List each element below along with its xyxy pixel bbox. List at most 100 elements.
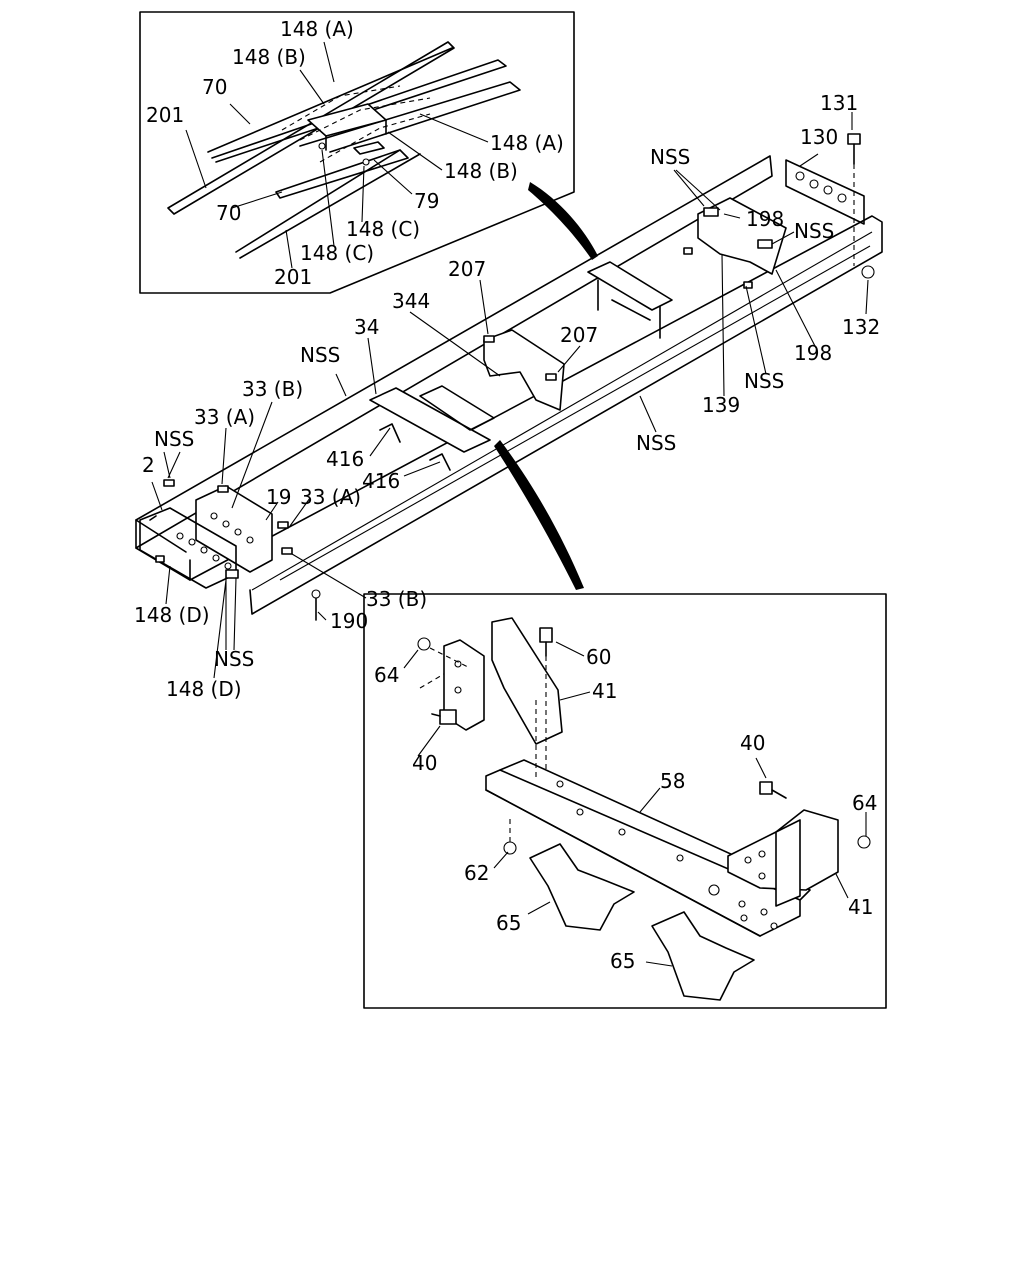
crossmember-sides	[325, 119, 387, 151]
label-60: 60	[586, 645, 611, 669]
label-nss-2: NSS	[794, 219, 834, 243]
crossmember-344-plate	[419, 385, 495, 431]
label-79: 79	[414, 189, 439, 213]
clip-198-2	[743, 281, 753, 289]
label-416-2: 416	[362, 469, 400, 493]
crossmember-139	[697, 197, 787, 275]
label-41-1: 41	[592, 679, 617, 703]
rear-bracket-130	[785, 159, 865, 225]
side-rail-far	[135, 155, 773, 549]
plate-41-right	[775, 819, 801, 907]
clip-nss-rear-2	[757, 239, 773, 249]
strip-201-top	[167, 41, 455, 215]
rail-front-end	[135, 519, 191, 581]
nut-132	[861, 265, 875, 279]
label-nss-6: NSS	[154, 427, 194, 451]
strip-148a	[299, 81, 521, 153]
label-64-2: 64	[852, 791, 877, 815]
label-207-2: 207	[560, 323, 598, 347]
bolt-148c	[318, 142, 326, 150]
main-frame: NSS 198 NSS 131 130 132 198 NSS 139 NSS …	[134, 91, 883, 701]
label-2: 2	[142, 453, 155, 477]
crossmember-34	[369, 387, 491, 453]
label-130: 130	[800, 125, 838, 149]
label-33b-2: 33 (B)	[366, 587, 427, 611]
bolt-60	[539, 627, 553, 643]
label-nss-4: NSS	[636, 431, 676, 455]
detail-pointer-bottom	[494, 440, 584, 590]
label-190: 190	[330, 609, 368, 633]
strip-70-top	[207, 47, 453, 153]
clip-207-2	[545, 373, 557, 381]
bolt-148c-2	[362, 158, 370, 166]
label-33a-1: 33 (A)	[194, 405, 255, 429]
label-70-1: 70	[202, 75, 227, 99]
label-148b-1: 148 (B)	[232, 45, 306, 69]
detail-pointer-top	[528, 182, 598, 260]
gusset-41-left	[491, 617, 563, 745]
label-139: 139	[702, 393, 740, 417]
hanger-65-right	[651, 911, 755, 1001]
inset-top-frame	[139, 11, 575, 294]
clip-198	[683, 247, 693, 255]
label-201-1: 201	[146, 103, 184, 127]
label-nss-7: NSS	[214, 647, 254, 671]
label-19: 19	[266, 485, 291, 509]
clip-nss-front	[163, 479, 175, 487]
bolt-40-left	[439, 709, 457, 725]
brackets-416	[379, 423, 451, 471]
main-leaders	[151, 112, 869, 679]
label-64-1: 64	[374, 663, 399, 687]
label-nss-3: NSS	[744, 369, 784, 393]
crossmember-207	[483, 329, 565, 411]
label-40-2: 40	[740, 731, 765, 755]
crossmember-plate	[307, 103, 387, 137]
side-rail-near	[189, 215, 883, 615]
label-344: 344	[392, 289, 430, 313]
clip-148d	[155, 555, 165, 563]
label-207-1: 207	[448, 257, 486, 281]
label-58: 58	[660, 769, 685, 793]
strip-201-bottom-edge	[239, 153, 421, 259]
bracket-79	[353, 141, 385, 155]
bolt-131-head	[847, 133, 861, 145]
inset-bottom: 64 60 41 40 40 58 64 62 41 65 65	[363, 593, 887, 1009]
inset-bottom-leaders	[403, 641, 867, 967]
label-148b-2: 148 (B)	[444, 159, 518, 183]
label-62: 62	[464, 861, 489, 885]
label-198-2: 198	[794, 341, 832, 365]
label-33b-1: 33 (B)	[242, 377, 303, 401]
inset-top-leaders	[185, 41, 489, 269]
label-132: 132	[842, 315, 880, 339]
label-65-1: 65	[496, 911, 521, 935]
label-198-1: 198	[746, 207, 784, 231]
clip-33b	[281, 547, 293, 555]
label-148a-1: 148 (A)	[280, 17, 354, 41]
label-148c-2: 148 (C)	[300, 241, 374, 265]
clip-nss-rear	[703, 207, 719, 217]
label-148a-2: 148 (A)	[490, 131, 564, 155]
label-nss-1: NSS	[650, 145, 690, 169]
clip-207	[483, 335, 495, 343]
hanger-65-left	[529, 843, 635, 931]
label-40-1: 40	[412, 751, 437, 775]
clip-33a-2	[277, 521, 289, 529]
nut-62	[503, 841, 517, 855]
strip-201-bottom	[235, 149, 401, 253]
label-41-2: 41	[848, 895, 873, 919]
inset-bottom-frame	[363, 593, 887, 1009]
crossmember-mid-web	[597, 279, 661, 339]
inset-top: 148 (A) 148 (B) 70 201 148 (A) 148 (B) 7…	[139, 11, 575, 294]
clip-33a	[217, 485, 229, 493]
crossmember-mid-top	[587, 261, 673, 311]
label-416-1: 416	[326, 447, 364, 471]
strip-70-bottom	[275, 149, 409, 199]
label-34: 34	[354, 315, 379, 339]
nut-64-left	[417, 637, 431, 651]
label-148d-2: 148 (D)	[166, 677, 242, 701]
nut-64-right	[857, 835, 871, 849]
label-nss-5: NSS	[300, 343, 340, 367]
label-33a-2: 33 (A)	[300, 485, 361, 509]
label-131: 131	[820, 91, 858, 115]
